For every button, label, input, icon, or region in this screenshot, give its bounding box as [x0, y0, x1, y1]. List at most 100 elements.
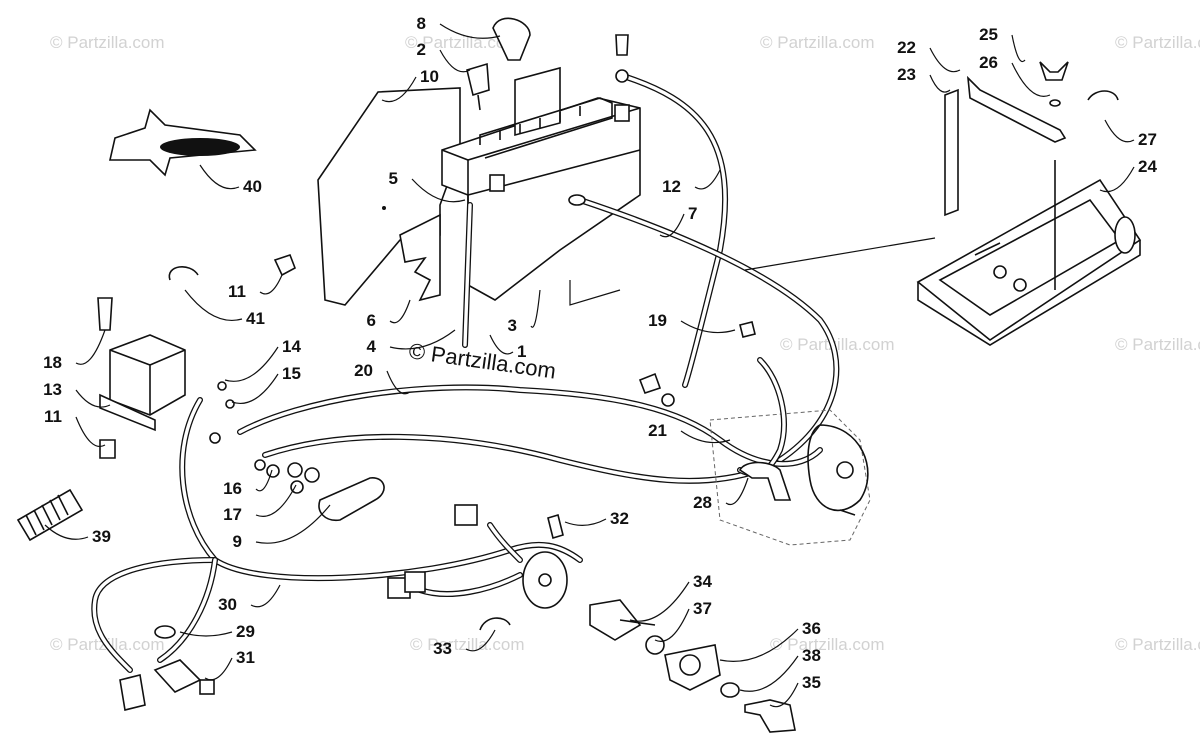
callout-c11a: 11 — [228, 282, 246, 301]
leader-line-c24 — [1099, 166, 1135, 193]
callout-c5: 5 — [389, 169, 398, 188]
positive-cable-part — [615, 34, 729, 388]
callout-c26: 26 — [979, 53, 998, 72]
callout-c14: 14 — [282, 337, 301, 356]
leader-line-c30 — [250, 584, 281, 608]
washer-part — [1049, 99, 1061, 107]
battery-tray-part — [916, 178, 1142, 346]
leader-line-c37 — [654, 608, 690, 642]
callout-c23: 23 — [897, 65, 916, 84]
nut-part — [273, 253, 296, 277]
callout-c20: 20 — [354, 361, 373, 380]
ring-33-part — [479, 617, 511, 631]
battery-terminal-positive — [614, 104, 630, 122]
leader-line-c27 — [1104, 119, 1135, 143]
callout-c35: 35 — [802, 673, 821, 692]
watermark-text: © Partzilla.com — [770, 635, 885, 654]
callout-c18: 18 — [43, 353, 62, 372]
callout-c1: 1 — [517, 342, 526, 361]
ignition-key-part — [744, 699, 796, 733]
connector-32-part — [547, 513, 564, 540]
leader-line-c1 — [489, 334, 514, 355]
cover-hole — [382, 206, 386, 210]
callout-c34: 34 — [693, 572, 712, 591]
callout-c6: 6 — [367, 311, 376, 330]
negative-cable-part — [568, 194, 840, 463]
callout-c19: 19 — [648, 311, 667, 330]
callout-c37: 37 — [693, 599, 712, 618]
watermark-text: © Partzilla.com — [760, 33, 875, 52]
leader-line-c16 — [255, 469, 273, 492]
spring-39-part — [16, 488, 84, 542]
battery-label — [514, 66, 561, 137]
leader-line-c35 — [769, 682, 799, 708]
callout-c33: 33 — [433, 639, 452, 658]
leader-line-c21 — [680, 430, 731, 444]
harness-connector — [454, 504, 478, 526]
leader-line-c7 — [659, 213, 685, 238]
callout-c31: 31 — [236, 648, 255, 667]
callout-c8: 8 — [417, 14, 426, 33]
bolt-part — [97, 297, 113, 331]
battery-part — [441, 66, 641, 301]
callout-c25: 25 — [979, 25, 998, 44]
leader-line-c25 — [1011, 34, 1026, 63]
wiring-harness-part — [91, 397, 583, 673]
leader-line-c34 — [629, 581, 690, 622]
watermark-text: © Partzilla.com — [780, 335, 895, 354]
callout-c4: 4 — [367, 337, 377, 356]
callout-c40: 40 — [243, 177, 262, 196]
callout-c21: 21 — [648, 421, 667, 440]
starter-cable-part — [237, 384, 823, 484]
callout-c13: 13 — [43, 380, 62, 399]
callout-c28: 28 — [693, 493, 712, 512]
terminal-cap-part — [492, 17, 531, 61]
terminal-bolt-part — [466, 62, 490, 97]
leader-line-c10 — [381, 76, 417, 103]
leader-line-c17 — [255, 484, 297, 517]
callout-c16: 16 — [223, 479, 242, 498]
leader-line-c14 — [224, 346, 279, 382]
callout-c27: 27 — [1138, 130, 1157, 149]
callout-c30: 30 — [218, 595, 237, 614]
callout-c38: 38 — [802, 646, 821, 665]
callout-c10: 10 — [420, 67, 439, 86]
leader-line-c32 — [564, 518, 607, 526]
leader-line-c36 — [719, 628, 799, 662]
starter-motor-outline — [709, 409, 871, 546]
leader-line-c28 — [725, 477, 749, 506]
leader-line-c4 — [389, 329, 456, 350]
leader-line-c9 — [255, 504, 331, 544]
leader-line-c38 — [739, 655, 799, 692]
leader-line-c19 — [680, 320, 736, 334]
leader-line-c20 — [386, 370, 411, 395]
callout-c39: 39 — [92, 527, 111, 546]
watermark-text: © Partzilla.com — [1115, 335, 1200, 354]
wing-nut-part — [1039, 61, 1069, 81]
leader-lines — [44, 23, 1135, 708]
callout-c36: 36 — [802, 619, 821, 638]
callout-c3: 3 — [508, 316, 517, 335]
grommet-ring-part — [168, 266, 199, 281]
leader-line-c26 — [1011, 62, 1051, 97]
leader-line-c6 — [389, 299, 411, 324]
callout-c41: 41 — [246, 309, 265, 328]
callout-c22: 22 — [897, 38, 916, 57]
leader-line-c3 — [530, 289, 541, 328]
leader-line-c39 — [44, 524, 89, 540]
watermark-text: © Partzilla.com — [50, 33, 165, 52]
decal-part — [108, 108, 257, 177]
callout-c15: 15 — [282, 364, 301, 383]
leader-line-c13 — [75, 389, 111, 408]
leader-line-c11a — [259, 274, 283, 295]
leader-line-c11b — [75, 416, 106, 447]
callout-c12: 12 — [662, 177, 681, 196]
callout-c32: 32 — [610, 509, 629, 528]
leader-line-c15 — [231, 373, 279, 404]
leader-line-c5 — [411, 178, 466, 203]
battery-bracket-part — [399, 213, 441, 302]
leader-line-c8 — [439, 23, 501, 39]
terminal-boot-part — [318, 477, 385, 522]
fuse-holder-part — [153, 659, 202, 693]
